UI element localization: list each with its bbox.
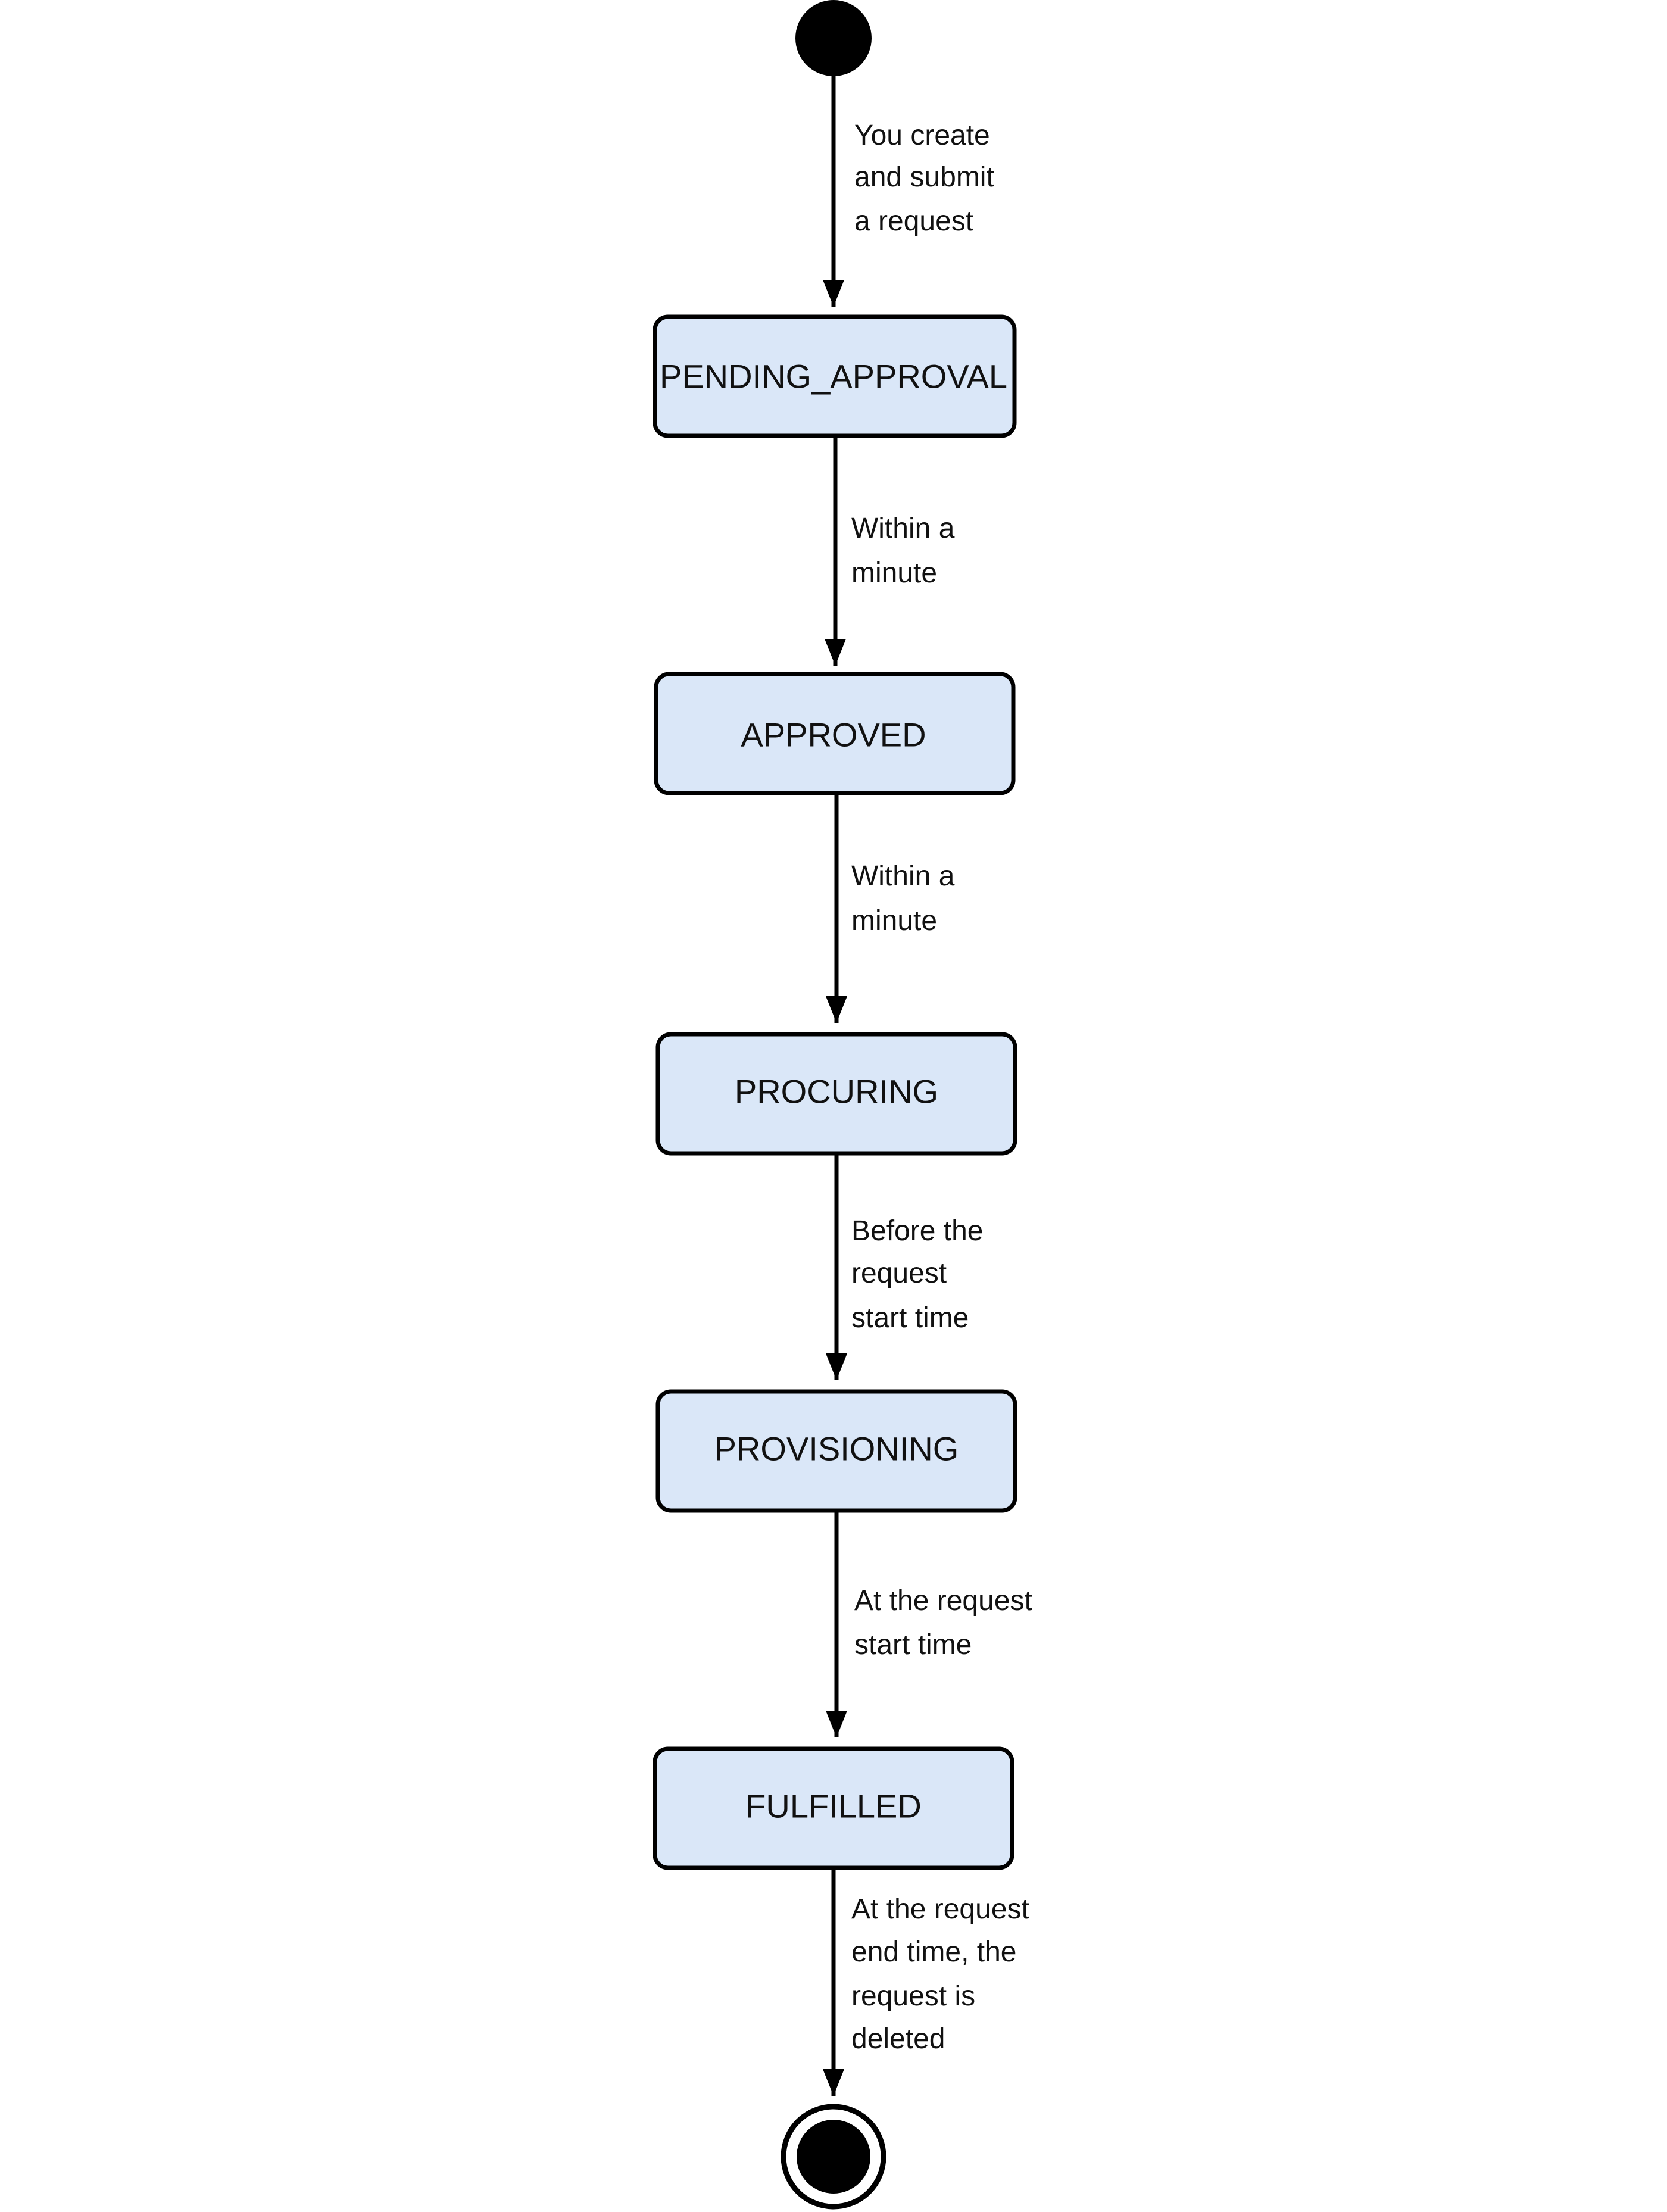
state-approved: APPROVED	[654, 672, 1016, 795]
state-label: PROCURING	[735, 1073, 938, 1110]
state-pending-approval: PENDING_APPROVAL	[653, 314, 1017, 438]
arrowhead	[826, 996, 847, 1023]
state-fulfilled: FULFILLED	[653, 1746, 1014, 1870]
state-label: APPROVED	[741, 716, 926, 754]
transition-procuring-to-provisioning: Before the request start time	[826, 1153, 991, 1380]
transition-label: At the request start time	[854, 1585, 1040, 1661]
arrowhead	[823, 280, 844, 307]
state-label: PENDING_APPROVAL	[660, 358, 1007, 395]
transition-approved-to-procuring: Within a minute	[826, 793, 963, 1023]
transition-fulfilled-to-end: At the request end time, the request is …	[823, 1868, 1037, 2096]
arrowhead	[826, 1353, 847, 1380]
arrowhead	[825, 639, 846, 666]
transition-pending-approval-to-approved: Within a minute	[825, 436, 963, 666]
state-procuring: PROCURING	[655, 1032, 1017, 1156]
arrowhead	[823, 2069, 844, 2096]
state-label: FULFILLED	[745, 1787, 922, 1825]
transition-label: Within a minute	[851, 513, 963, 589]
start-node	[795, 0, 872, 76]
transition-label: At the request end time, the request is …	[851, 1893, 1037, 2055]
transition-label: You create and submit a request	[854, 120, 1002, 237]
state-provisioning: PROVISIONING	[655, 1389, 1017, 1513]
transition-label: Within a minute	[851, 860, 963, 937]
transition-provisioning-to-fulfilled: At the request start time	[826, 1511, 1040, 1737]
state-label: PROVISIONING	[714, 1430, 959, 1468]
transition-start-to-pending-approval: You create and submit a request	[823, 76, 1002, 307]
arrowhead	[826, 1711, 847, 1737]
end-node	[781, 2104, 886, 2210]
transition-label: Before the request start time	[851, 1215, 991, 1334]
